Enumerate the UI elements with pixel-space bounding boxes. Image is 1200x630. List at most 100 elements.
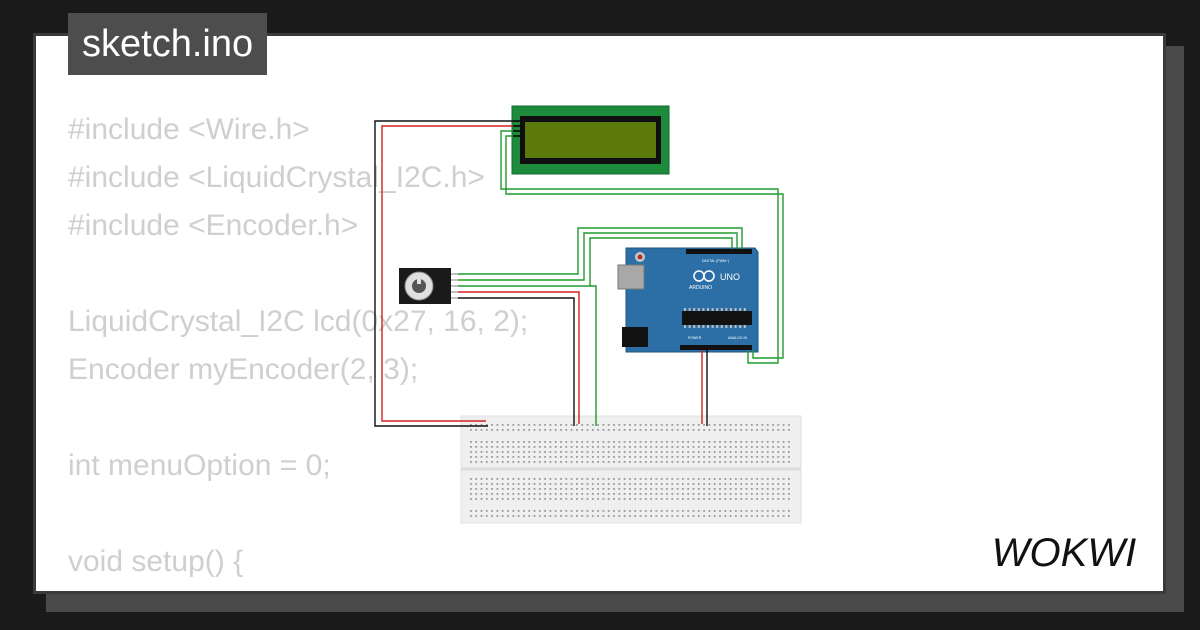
breadboard-hole	[687, 441, 690, 443]
breadboard-hole	[729, 451, 732, 453]
breadboard-hole	[538, 456, 541, 458]
breadboard-hole	[766, 493, 769, 495]
breadboard-hole	[607, 498, 610, 500]
breadboard-hole	[750, 424, 753, 426]
breadboard-hole	[586, 483, 589, 485]
breadboard-hole	[766, 461, 769, 463]
breadboard-hole	[538, 515, 541, 517]
breadboard-hole	[666, 429, 668, 431]
breadboard-hole	[666, 441, 668, 443]
breadboard-hole	[639, 498, 642, 500]
breadboard-hole	[650, 483, 652, 485]
breadboard-hole	[729, 478, 732, 480]
breadboard-hole	[623, 441, 626, 443]
breadboard-hole	[528, 451, 531, 453]
breadboard-hole	[533, 515, 536, 517]
breadboard-hole	[713, 456, 716, 458]
breadboard-hole	[475, 488, 478, 490]
breadboard-hole	[501, 424, 504, 426]
breadboard-hole	[655, 493, 658, 495]
breadboard-hole	[544, 493, 546, 495]
breadboard-hole	[724, 424, 727, 426]
breadboard-hole	[692, 493, 695, 495]
wire-encoder-clk	[458, 227, 743, 275]
breadboard-hole	[549, 424, 552, 426]
breadboard-hole	[676, 510, 679, 512]
breadboard-hole	[512, 493, 515, 495]
breadboard-hole	[713, 441, 716, 443]
breadboard-hole	[597, 429, 599, 431]
breadboard-hole	[666, 515, 668, 517]
breadboard-hole	[724, 515, 727, 517]
breadboard-hole	[777, 424, 780, 426]
breadboard-hole	[549, 441, 552, 443]
breadboard-hole	[470, 488, 472, 490]
breadboard-hole	[772, 478, 774, 480]
breadboard-hole	[713, 424, 716, 426]
breadboard-hole	[597, 461, 599, 463]
breadboard-hole	[676, 429, 679, 431]
breadboard-hole	[480, 498, 483, 500]
breadboard-hole	[586, 461, 589, 463]
chip-pin	[730, 308, 732, 311]
breadboard-hole	[703, 493, 705, 495]
breadboard-hole	[602, 451, 605, 453]
breadboard-hole	[517, 429, 520, 431]
breadboard-hole	[708, 483, 711, 485]
breadboard-hole	[570, 493, 573, 495]
breadboard-hole	[618, 446, 621, 448]
breadboard-hole	[634, 456, 637, 458]
breadboard-hole	[676, 478, 679, 480]
breadboard-hole	[740, 446, 743, 448]
breadboard-hole	[538, 429, 541, 431]
breadboard-hole	[782, 461, 785, 463]
breadboard-hole	[480, 483, 483, 485]
breadboard-hole	[687, 510, 690, 512]
breadboard-hole	[634, 441, 637, 443]
breadboard-hole	[544, 498, 546, 500]
breadboard-hole	[708, 478, 711, 480]
breadboard-hole	[671, 493, 674, 495]
breadboard-hole	[512, 478, 515, 480]
breadboard-hole	[729, 488, 732, 490]
breadboard-hole	[660, 493, 663, 495]
breadboard-hole	[697, 456, 700, 458]
breadboard-hole	[745, 446, 748, 448]
breadboard-hole	[644, 493, 647, 495]
breadboard-hole	[607, 483, 610, 485]
breadboard-hole	[485, 424, 488, 426]
breadboard-hole	[491, 461, 493, 463]
breadboard-hole	[708, 488, 711, 490]
breadboard-hole	[602, 515, 605, 517]
breadboard-hole	[512, 446, 515, 448]
breadboard-hole	[756, 515, 758, 517]
breadboard-hole	[501, 510, 504, 512]
breadboard-hole	[623, 483, 626, 485]
breadboard-hole	[470, 498, 472, 500]
breadboard-hole	[512, 498, 515, 500]
breadboard-hole	[745, 456, 748, 458]
breadboard-hole	[491, 456, 493, 458]
breadboard-hole	[565, 451, 568, 453]
breadboard-hole	[501, 483, 504, 485]
breadboard-hole	[597, 456, 599, 458]
breadboard-hole	[756, 451, 758, 453]
breadboard-hole	[602, 498, 605, 500]
breadboard-hole	[772, 461, 774, 463]
breadboard-hole	[544, 446, 546, 448]
breadboard-hole	[676, 488, 679, 490]
breadboard-hole	[607, 451, 610, 453]
breadboard-hole	[475, 483, 478, 485]
breadboard-hole	[692, 510, 695, 512]
breadboard-hole	[591, 424, 594, 426]
breadboard-hole	[766, 446, 769, 448]
breadboard-hole	[777, 478, 780, 480]
breadboard-hole	[687, 456, 690, 458]
breadboard-hole	[697, 446, 700, 448]
breadboard-hole	[581, 515, 584, 517]
breadboard-hole	[687, 424, 690, 426]
breadboard-hole	[666, 493, 668, 495]
chip-pin	[688, 308, 691, 311]
breadboard-hole	[623, 461, 626, 463]
breadboard-hole	[501, 441, 504, 443]
